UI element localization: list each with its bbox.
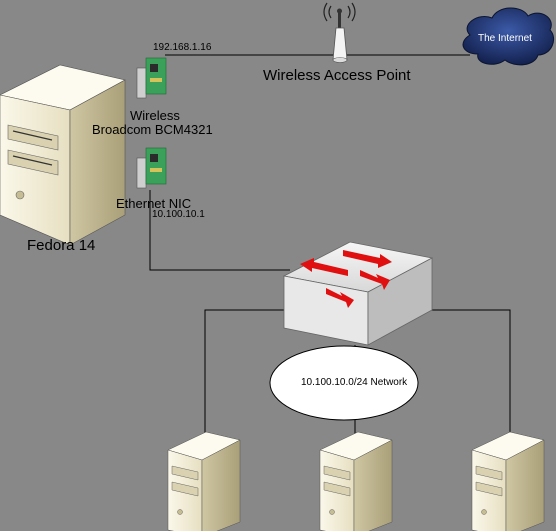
wireless-card-icon — [136, 57, 167, 99]
internet-label: The Internet — [478, 33, 532, 44]
wireless-access-point-icon — [323, 2, 356, 63]
access-point-label: Wireless Access Point — [263, 67, 411, 84]
fedora-server-icon — [0, 64, 126, 246]
network-ellipse — [269, 345, 419, 421]
ethernet-link-line — [149, 190, 290, 271]
internet-cloud-icon — [462, 7, 554, 66]
switch-arrows-icon — [300, 250, 392, 308]
switch-to-server-left-line — [204, 309, 285, 450]
ethernet-nic-label: Ethernet NIC — [116, 196, 192, 211]
wireless-card-label-line1: Wireless — [130, 108, 180, 123]
wireless-card-label-line2: Broadcom BCM4321 — [92, 122, 213, 137]
switch-to-server-right-line — [430, 309, 511, 450]
server-middle-icon — [319, 431, 393, 531]
server-left-icon — [167, 431, 241, 531]
network-switch-icon — [282, 241, 434, 346]
host-name-label: Fedora 14 — [27, 237, 96, 254]
server-right-icon — [471, 431, 545, 531]
ethernet-card-icon — [136, 147, 167, 189]
network-label: 10.100.10.0/24 Network — [301, 377, 408, 388]
ethernet-ip-label: 10.100.10.1 — [152, 209, 205, 220]
wireless-ip-label: 192.168.1.16 — [153, 42, 212, 53]
